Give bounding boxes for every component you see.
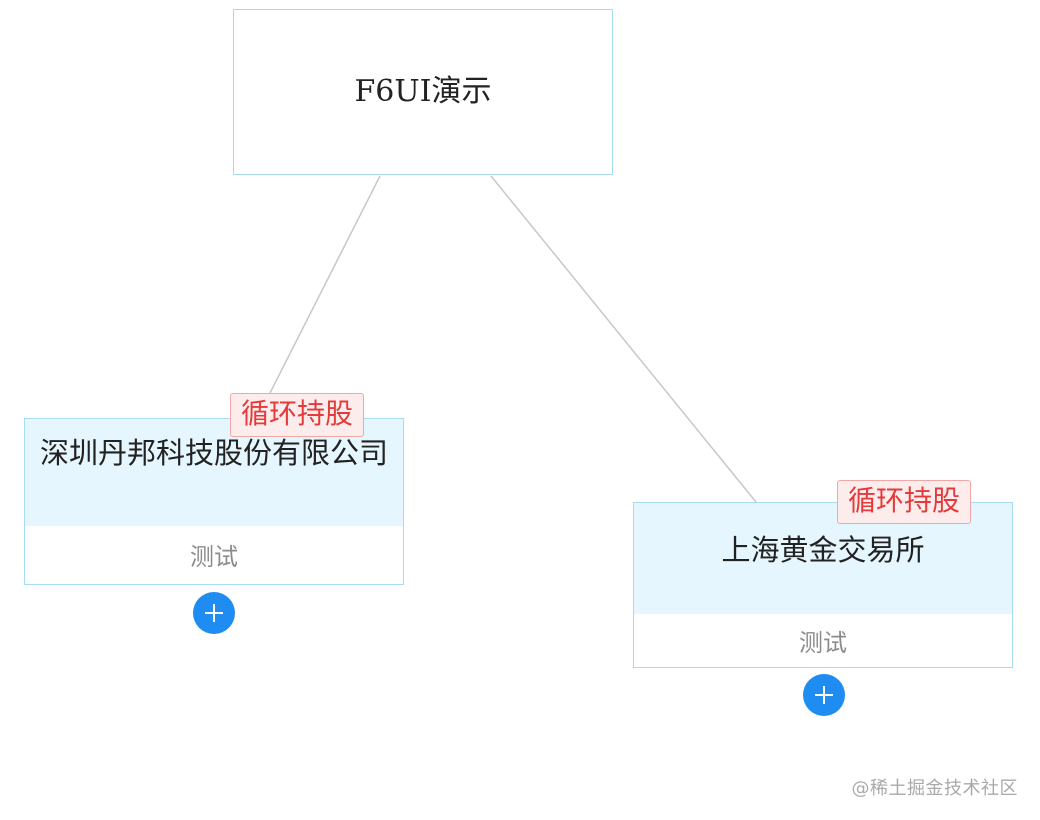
cross-holding-badge: 循环持股 (837, 480, 972, 524)
root-node-title: F6UI演示 (354, 74, 492, 109)
child-node-name: 深圳丹邦科技股份有限公司 (39, 436, 388, 470)
cross-holding-badge: 循环持股 (230, 393, 365, 437)
expand-button[interactable] (803, 674, 845, 716)
plus-icon (205, 604, 223, 622)
child-node-footer: 测试 (634, 614, 1012, 666)
edge-root-to-left (269, 175, 381, 394)
expand-button[interactable] (193, 592, 235, 634)
watermark: @稀土掘金技术社区 (851, 778, 1018, 799)
child-node-subtitle: 测试 (799, 628, 847, 657)
child-node-left[interactable]: 深圳丹邦科技股份有限公司 测试 (24, 418, 404, 585)
root-node[interactable]: F6UI演示 (233, 9, 613, 175)
edge-root-to-right (490, 175, 757, 503)
plus-icon (815, 686, 833, 704)
child-node-footer: 测试 (25, 526, 403, 583)
child-node-right[interactable]: 上海黄金交易所 测试 (633, 502, 1013, 668)
child-node-subtitle: 测试 (190, 543, 238, 571)
child-node-name: 上海黄金交易所 (721, 533, 925, 567)
